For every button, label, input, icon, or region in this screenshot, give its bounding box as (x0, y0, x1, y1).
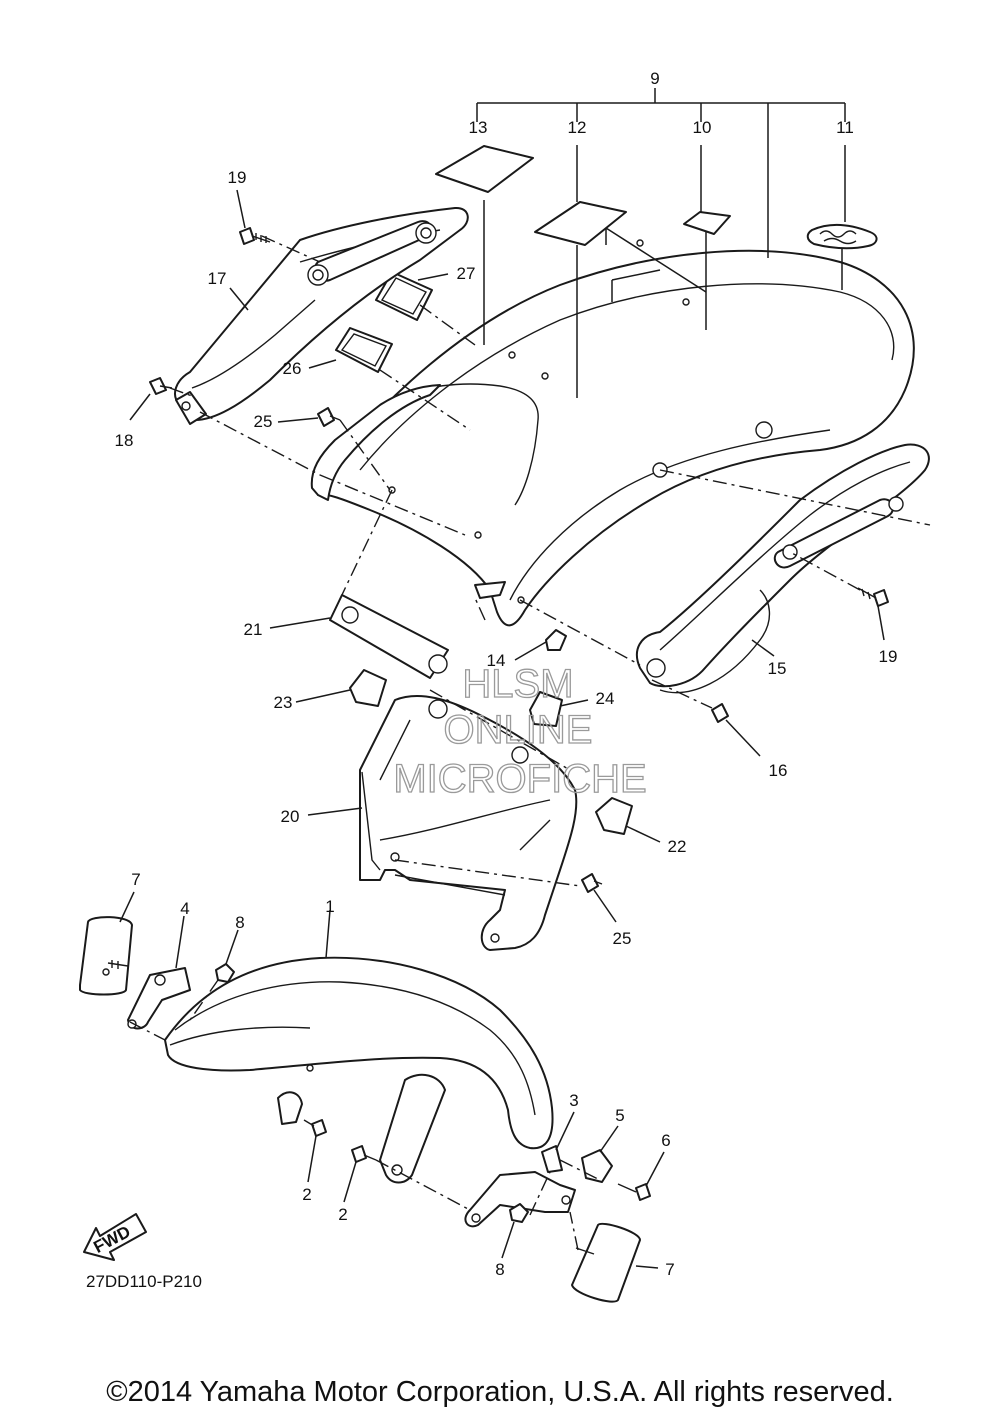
callout-15[interactable]: 15 (768, 659, 787, 678)
svg-text:ONLINE: ONLINE (444, 708, 593, 752)
right-side-bracket[interactable] (635, 443, 930, 694)
bolt-19-lower[interactable] (857, 587, 889, 607)
callout-22[interactable]: 22 (668, 837, 687, 856)
label-decal-26[interactable] (335, 327, 393, 373)
callout-5[interactable]: 5 (615, 1106, 624, 1125)
rivet-25-upper[interactable] (317, 407, 341, 427)
front-reflector-bracket-right[interactable] (464, 1171, 576, 1228)
reflector-front-right[interactable] (571, 1222, 641, 1303)
callout-1[interactable]: 1 (325, 897, 334, 916)
callout-13[interactable]: 13 (469, 118, 488, 137)
callout-2-right[interactable]: 2 (338, 1205, 347, 1224)
callout-19-lower[interactable]: 19 (879, 647, 898, 666)
nut-14[interactable] (545, 629, 567, 651)
callout-17[interactable]: 17 (208, 269, 227, 288)
left-side-bracket[interactable] (174, 206, 469, 425)
callout-20[interactable]: 20 (281, 807, 300, 826)
callout-21[interactable]: 21 (244, 620, 263, 639)
rear-fender[interactable] (310, 239, 915, 627)
damper-22[interactable] (595, 797, 633, 835)
rear-flap-bracket[interactable] (359, 694, 578, 951)
label-decal-10[interactable] (683, 211, 731, 235)
callout-24[interactable]: 24 (596, 689, 615, 708)
label-decal-12[interactable] (534, 201, 627, 246)
callout-14[interactable]: 14 (487, 651, 506, 670)
nut-8-upper[interactable] (215, 963, 235, 983)
callout-27[interactable]: 27 (457, 264, 476, 283)
callout-9[interactable]: 9 (650, 69, 659, 88)
svg-text:MICROFICHE: MICROFICHE (393, 757, 646, 801)
callout-8-upper[interactable]: 8 (235, 913, 244, 932)
callout-8-lower[interactable]: 8 (495, 1260, 504, 1279)
clip-18[interactable] (149, 377, 173, 395)
callout-7-right[interactable]: 7 (665, 1260, 674, 1279)
label-decal-13[interactable] (435, 145, 534, 193)
bolt-2-right[interactable] (351, 1145, 377, 1163)
screw-7-front-right[interactable] (575, 1247, 595, 1255)
callout-10[interactable]: 10 (693, 118, 712, 137)
copyright-notice: ©2014 Yamaha Motor Corporation, U.S.A. A… (106, 1376, 894, 1408)
nut-8-lower[interactable] (509, 1203, 529, 1223)
clip-16[interactable] (711, 703, 729, 723)
callout-7-left[interactable]: 7 (131, 870, 140, 889)
bolt-19-upper[interactable] (239, 227, 271, 245)
callout-25-lower[interactable]: 25 (613, 929, 632, 948)
watermark: HLSM ONLINE MICROFICHE (393, 661, 648, 801)
callout-2-left[interactable]: 2 (302, 1185, 311, 1204)
callout-6[interactable]: 6 (661, 1131, 670, 1150)
callouts: 9 13 12 10 11 19 17 27 26 25 18 21 14 15… (115, 69, 898, 1279)
callout-16[interactable]: 16 (769, 761, 788, 780)
front-fender[interactable] (164, 956, 554, 1184)
svg-text:HLSM: HLSM (462, 662, 573, 706)
leader-lines (119, 88, 885, 1269)
stay-5[interactable] (581, 1149, 613, 1183)
rivet-25-lower[interactable] (581, 873, 603, 893)
callout-3[interactable]: 3 (569, 1091, 578, 1110)
reflector-front-left[interactable] (79, 916, 133, 996)
callout-18[interactable]: 18 (115, 431, 134, 450)
emblem-decal[interactable] (806, 224, 878, 250)
callout-12[interactable]: 12 (568, 118, 587, 137)
fwd-arrow-icon: FWD (83, 1213, 147, 1261)
callout-19-upper[interactable]: 19 (228, 168, 247, 187)
callout-23[interactable]: 23 (274, 693, 293, 712)
collar-3[interactable] (541, 1145, 563, 1173)
assembly-lines (129, 235, 931, 1251)
callout-25-upper[interactable]: 25 (254, 412, 273, 431)
drawing-code: 27DD110-P210 (86, 1272, 202, 1291)
callout-4[interactable]: 4 (180, 899, 189, 918)
damper-24[interactable] (529, 691, 563, 727)
bolt-6[interactable] (617, 1183, 651, 1201)
bolt-2-left[interactable] (303, 1119, 327, 1137)
front-reflector-bracket-left[interactable] (127, 967, 191, 1030)
screw-7-front-left[interactable] (107, 960, 129, 969)
callout-26[interactable]: 26 (283, 359, 302, 378)
fender-plate[interactable] (329, 594, 449, 679)
callout-11[interactable]: 11 (836, 118, 854, 137)
damper-23[interactable] (349, 669, 387, 707)
